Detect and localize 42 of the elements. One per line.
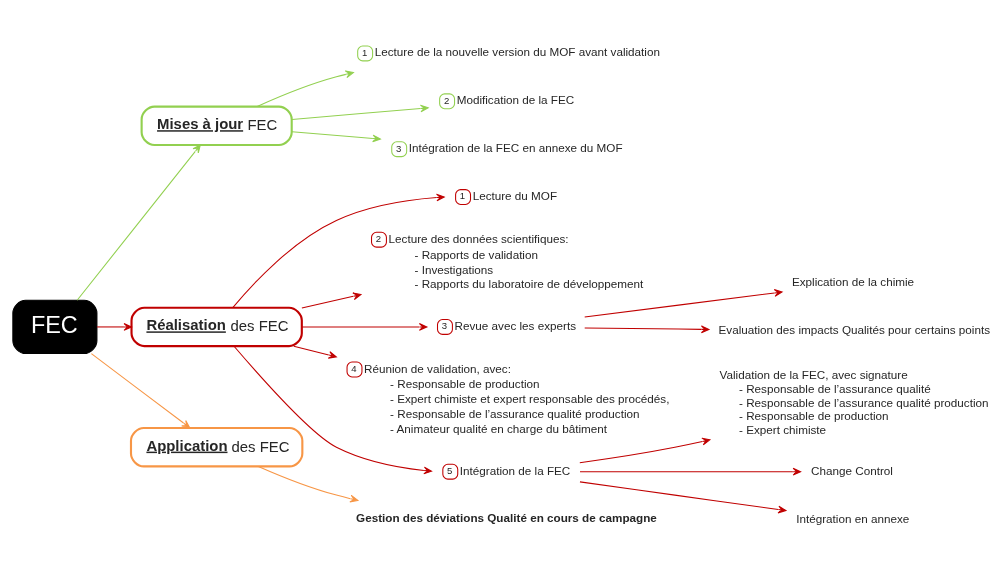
node-label: Intégration de la FEC en annexe du MOF [408,141,623,155]
node-label: Modification de la FEC [456,93,575,107]
arrow [579,467,802,476]
arrow [257,465,359,503]
node-box: Réalisation des FEC [130,306,303,348]
node-text: Evaluation des impacts Qualités pour certains points [718,323,991,337]
node-label: Lecture du MOF [472,189,558,203]
arrow [293,345,337,359]
node-text: Explication de la chimie [791,275,915,289]
node-label: Intégration de la FEC [459,463,571,477]
arrow [256,70,354,108]
node-box: Application des FEC [129,427,304,468]
arrow [584,289,783,318]
arrow [579,481,787,514]
arrow [90,353,191,429]
arrow [233,345,433,475]
node-label: - Rapports du laboratoire de développement [414,277,644,291]
node-text: Validation de la FEC, avec signature - Responsable de l’assurance qualité - Responsable de l’assurance qualité production - Responsable de production - Expert chimiste [719,367,989,437]
node-text: Change Control [811,463,893,477]
node-label: Revue avec les experts [454,318,577,332]
node-label: - Rapports de validation [414,247,538,261]
node-text: Gestion des déviations Qualité en cours de campagne [356,510,657,524]
node-label: Réunion de validation, avec: [364,361,511,375]
arrow [96,323,132,331]
node-label: - Responsable de l’assurance qualité production [390,407,640,421]
arrow [232,193,445,308]
arrow [579,437,711,464]
node-box: FEC [12,299,98,355]
node-label: Lecture de la nouvelle version du MOF avant validation [374,45,660,59]
arrow [291,131,381,143]
arrow [301,323,428,331]
arrow [301,292,362,309]
arrow [291,104,429,120]
node-label: Lecture des données scientifiques: [388,231,569,245]
arrow [76,144,201,301]
arrow [584,325,710,334]
node-label: - Responsable de production [390,377,540,391]
node-box: Mises à jour FEC [140,105,293,146]
node-label: - Investigations [414,262,494,276]
node-label: - Expert chimiste et expert responsable des procédés, [390,392,670,406]
node-label: - Animateur qualité en charge du bâtiment [390,422,608,436]
node-text: Intégration en annexe [796,511,910,525]
